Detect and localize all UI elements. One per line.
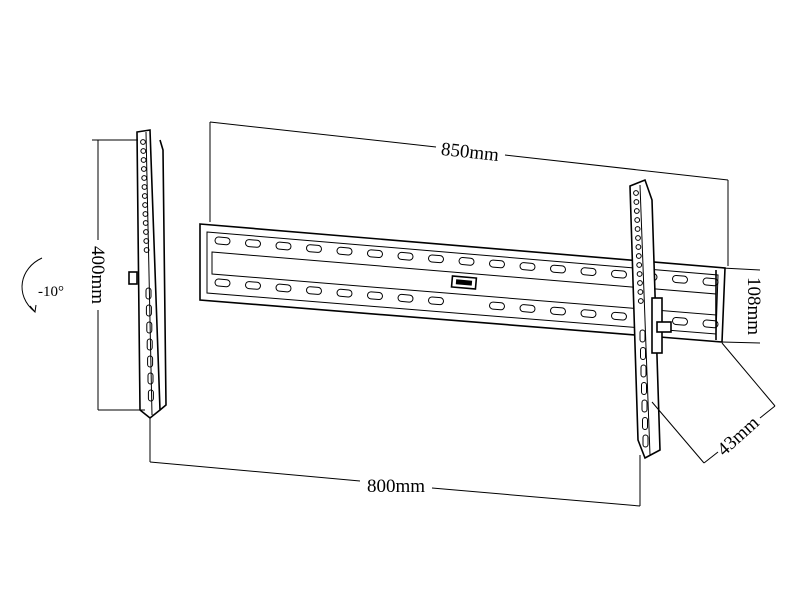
dimension-850: 850mm [209,121,729,266]
bracket-hole [140,157,147,163]
bracket-slot [639,329,646,343]
bracket-hole [636,271,643,277]
tilt-arrow-icon [21,257,43,313]
plate-slot [519,262,536,271]
bracket-hole [140,139,146,145]
plate-slot [672,316,688,326]
bracket-slot [641,382,647,395]
plate-slot [214,236,231,246]
bracket-slot [642,434,649,448]
bracket-slot [145,304,152,317]
bracket-hole [142,220,149,226]
label-43mm: 43mm [713,412,763,460]
plate-slot [550,264,566,274]
bracket-slot [642,417,648,430]
plate-slot [458,257,475,266]
plate-slot [245,239,261,248]
bracket-hole [142,211,149,217]
bracket-hole [636,262,643,268]
plate-slot [428,254,444,264]
label-tilt: -10° [38,284,64,300]
plate-slot [367,249,383,259]
plate-slot [306,286,322,295]
plate-slot [672,274,688,284]
bracket-slot [147,372,154,385]
bracket-hole [635,235,641,241]
bracket-hole [635,244,642,250]
dimension-400: 400mm [87,139,145,411]
bracket-slot [147,355,154,368]
plate-slot [428,296,444,306]
bracket-slot [145,287,152,300]
label-850mm: 850mm [440,139,500,166]
bracket-hole [633,199,640,205]
plate-slot [214,278,231,288]
plate-slot [489,301,505,311]
bracket-hole [143,229,149,235]
plate-slot [702,319,719,329]
right-bracket [629,178,672,460]
plate-slot [336,288,353,298]
bracket-slot [146,338,153,351]
bracket-hole [140,148,147,154]
bracket-hole [143,238,150,244]
plate-slot [580,309,597,318]
plate-slot [519,304,536,313]
bracket-hole [141,184,148,190]
bracket-hole [637,298,644,304]
plate-slot [611,269,627,279]
plate-slot [336,246,353,256]
plate-slot [245,281,261,290]
bracket-hole [633,208,640,214]
plate-slot [489,259,505,269]
bracket-slot [640,347,646,360]
plate-slot [275,283,292,293]
dimension-800: 800mm [149,418,641,507]
dimension-108: 108mm [721,267,764,344]
plate-slot [397,251,414,261]
plate-slot [550,306,566,316]
left-bracket-hook [128,271,138,285]
bracket-slot [640,364,647,378]
plate-slot [275,241,292,251]
bracket-hole [143,247,150,253]
plate-slot [306,244,322,253]
bracket-hole [141,166,147,172]
bracket-slot [641,399,648,413]
plate-slot [367,291,383,301]
plate-slot [580,267,597,276]
label-400mm: 400mm [87,246,108,304]
left-bracket [128,129,167,420]
label-800mm: 800mm [367,476,425,497]
dimension-43: 43mm [651,342,776,464]
bracket-hole [141,193,148,199]
right-bracket-knob [656,321,672,333]
bracket-hole [142,202,149,208]
bracket-hole [634,226,641,232]
plate-slot [611,311,627,321]
plate-slot [702,277,719,287]
bracket-hole [633,190,639,196]
bracket-hole [141,175,148,181]
bracket-hole [637,289,644,295]
plate-slots [214,236,719,329]
label-108mm: 108mm [743,277,764,335]
bracket-hole [634,217,641,223]
bracket-slot [147,389,154,402]
plate-slot [397,293,414,303]
wall-plate [199,223,726,343]
bracket-hole [635,253,642,259]
tilt-indicator: -10° [21,257,64,314]
bracket-hole [637,280,643,286]
bracket-slot [146,321,153,334]
